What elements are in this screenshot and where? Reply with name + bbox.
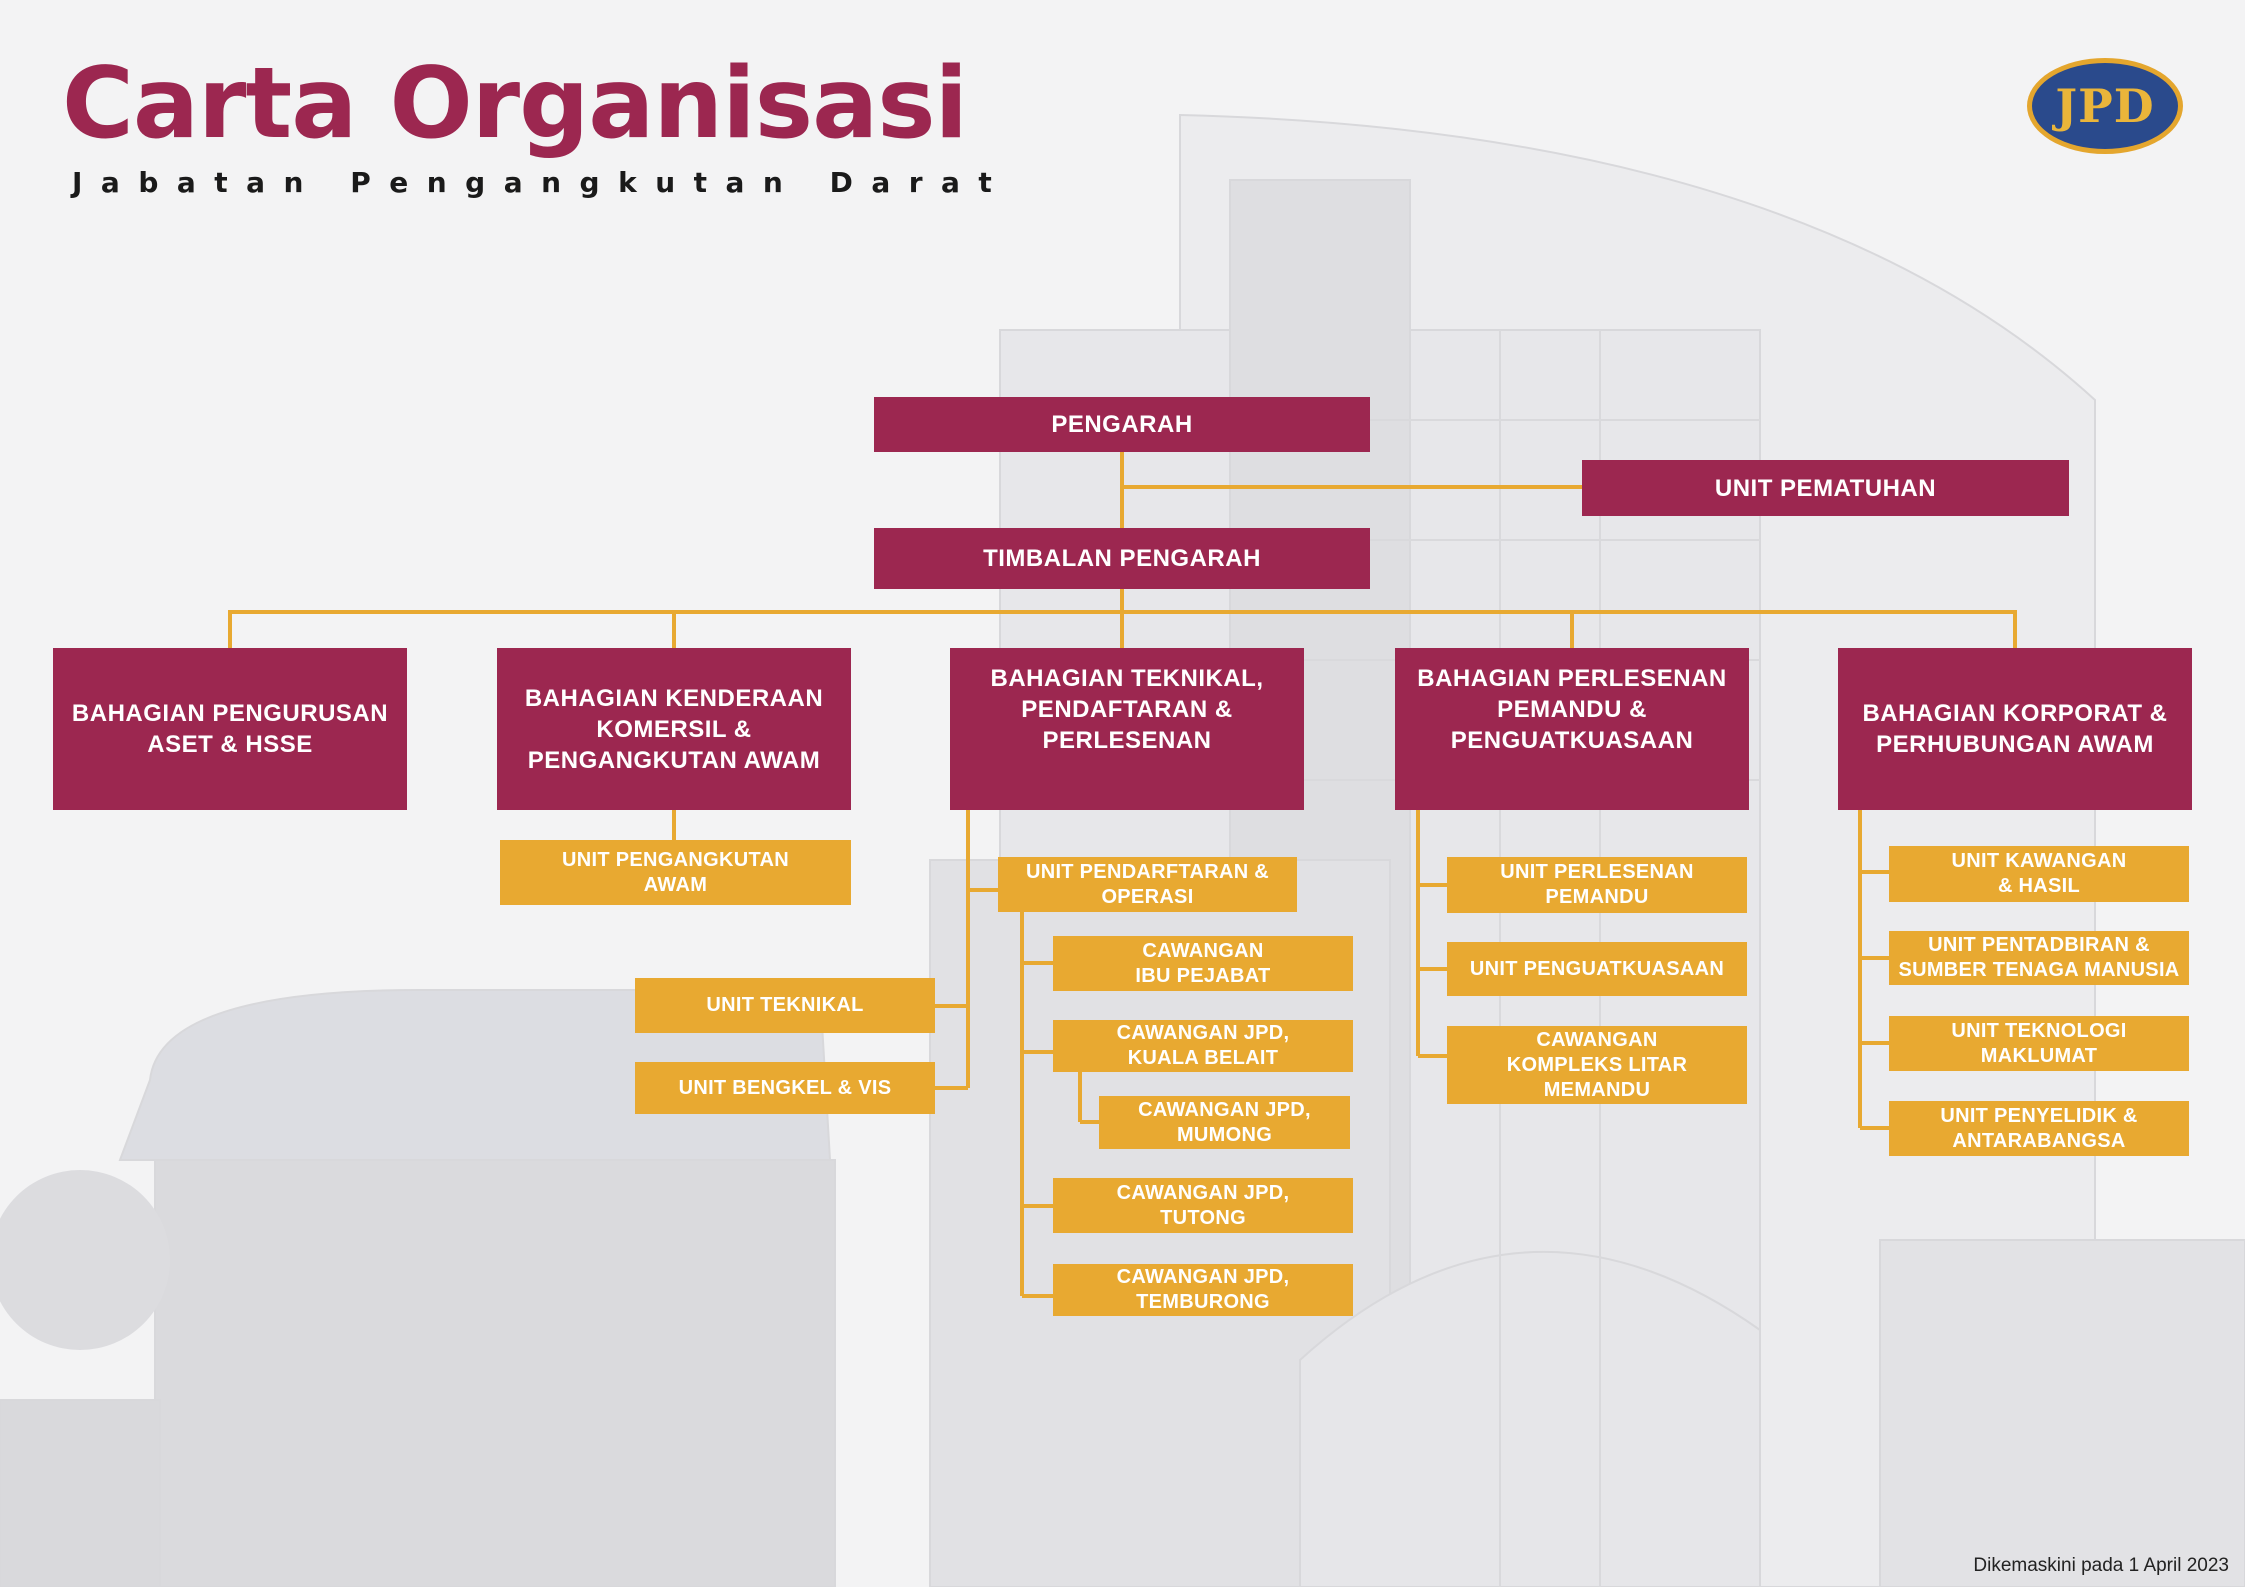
branch-mumong: CAWANGAN JPD, MUMONG: [1099, 1096, 1350, 1149]
unit-finance-revenue: UNIT KAWANGAN & HASIL: [1889, 846, 2189, 902]
deputy-director-box: TIMBALAN PENGARAH: [874, 528, 1370, 589]
page-title: Carta Organisasi: [62, 47, 968, 161]
compliance-unit-box: UNIT PEMATUHAN: [1582, 460, 2069, 516]
division-technical-registration: BAHAGIAN TEKNIKAL, PENDAFTARAN & PERLESE…: [950, 648, 1304, 810]
unit-enforcement: UNIT PENGUATKUASAAN: [1447, 942, 1747, 996]
branch-temburong: CAWANGAN JPD, TEMBURONG: [1053, 1264, 1353, 1316]
branch-headquarters: CAWANGAN IBU PEJABAT: [1053, 936, 1353, 991]
branch-kuala-belait: CAWANGAN JPD, KUALA BELAIT: [1053, 1020, 1353, 1072]
branch-tutong: CAWANGAN JPD, TUTONG: [1053, 1178, 1353, 1233]
unit-information-technology: UNIT TEKNOLOGI MAKLUMAT: [1889, 1016, 2189, 1071]
unit-public-transport: UNIT PENGANGKUTAN AWAM: [500, 840, 851, 905]
unit-workshop-vis: UNIT BENGKEL & VIS: [635, 1062, 935, 1114]
jpd-logo: JPD: [2027, 58, 2183, 154]
unit-driver-licensing: UNIT PERLESENAN PEMANDU: [1447, 857, 1747, 913]
division-commercial-vehicles: BAHAGIAN KENDERAAN KOMERSIL & PENGANGKUT…: [497, 648, 851, 810]
unit-research-international: UNIT PENYELIDIK & ANTARABANGSA: [1889, 1101, 2189, 1156]
division-driver-licensing: BAHAGIAN PERLESENAN PEMANDU & PENGUATKUA…: [1395, 648, 1749, 810]
logo-text: JPD: [2055, 79, 2155, 133]
last-updated-note: Dikemaskini pada 1 April 2023: [1973, 1555, 2229, 1576]
branch-driving-circuit: CAWANGAN KOMPLEKS LITAR MEMANDU: [1447, 1026, 1747, 1104]
director-box: PENGARAH: [874, 397, 1370, 452]
unit-technical: UNIT TEKNIKAL: [635, 978, 935, 1033]
division-corporate-pr: BAHAGIAN KORPORAT & PERHUBUNGAN AWAM: [1838, 648, 2192, 810]
page-subtitle: Jabatan Pengangkutan Darat: [72, 166, 1011, 199]
division-asset-hsse: BAHAGIAN PENGURUSAN ASET & HSSE: [53, 648, 407, 810]
unit-administration-hr: UNIT PENTADBIRAN & SUMBER TENAGA MANUSIA: [1889, 931, 2189, 985]
unit-registration-operations: UNIT PENDARFTARAN & OPERASI: [998, 857, 1297, 912]
